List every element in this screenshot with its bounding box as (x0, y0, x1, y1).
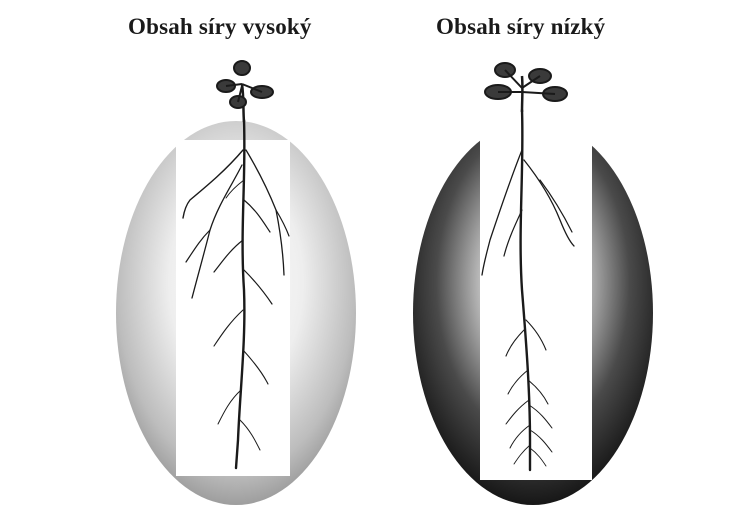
panel-low-sulfur (413, 63, 653, 505)
root-window-right (480, 110, 592, 480)
seedling-left (217, 61, 273, 122)
seedling-right (485, 63, 567, 112)
root-window-left (176, 140, 290, 476)
panel-high-sulfur (116, 61, 356, 505)
